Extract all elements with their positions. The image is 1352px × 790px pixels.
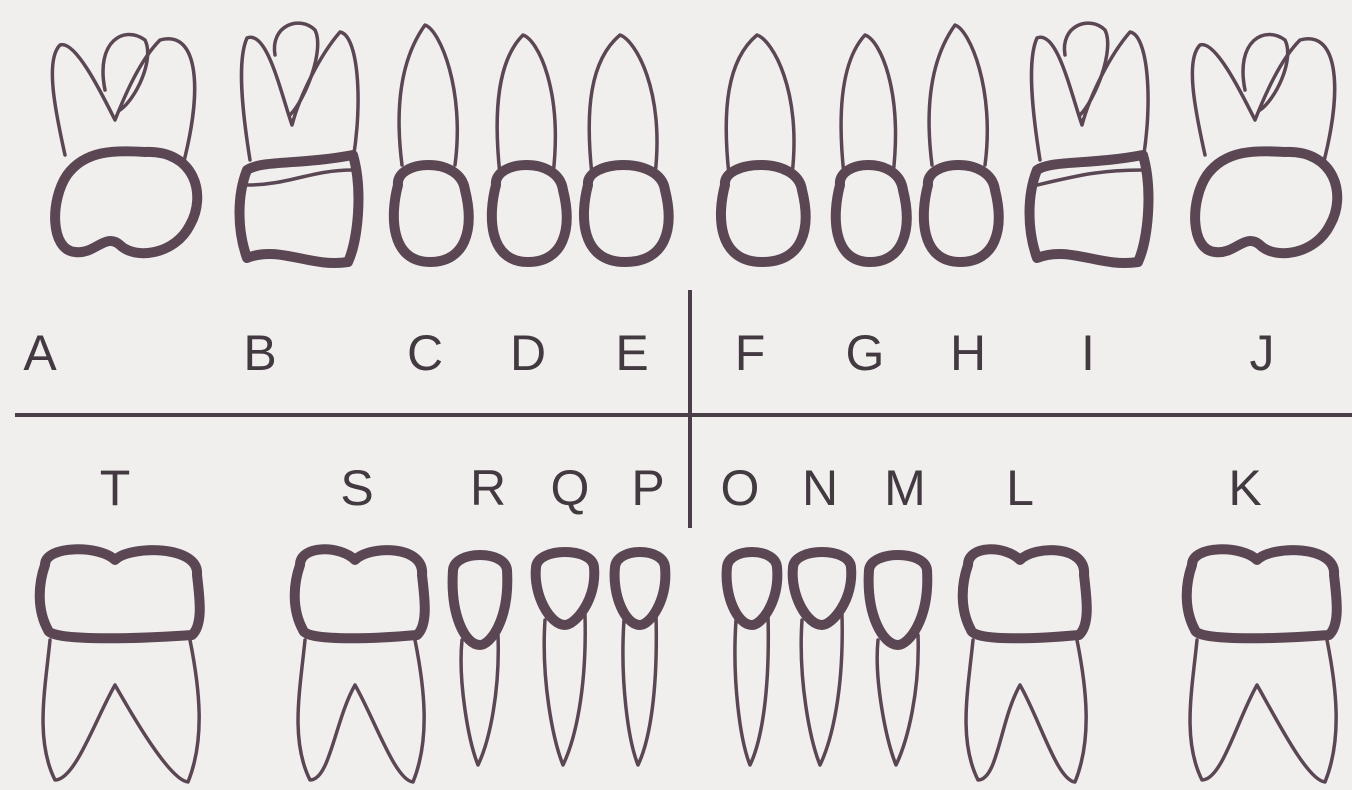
lower-tooth-o bbox=[727, 552, 778, 765]
upper-tooth-c bbox=[394, 25, 469, 262]
tooth-label-i: I bbox=[1081, 328, 1095, 378]
lower-tooth-n bbox=[793, 552, 852, 765]
lower-tooth-s bbox=[295, 549, 425, 782]
upper-tooth-h bbox=[924, 25, 999, 262]
tooth-label-b: B bbox=[243, 328, 276, 378]
lower-tooth-k bbox=[1187, 549, 1337, 782]
tooth-label-c: C bbox=[407, 328, 443, 378]
tooth-label-g: G bbox=[846, 328, 885, 378]
tooth-label-d: D bbox=[510, 328, 546, 378]
tooth-label-p: P bbox=[631, 463, 664, 513]
lower-tooth-m bbox=[869, 555, 928, 765]
upper-tooth-d bbox=[492, 35, 567, 262]
upper-tooth-g bbox=[836, 35, 907, 262]
lower-tooth-r bbox=[453, 555, 508, 765]
tooth-label-e: E bbox=[615, 328, 648, 378]
tooth-label-j: J bbox=[1250, 328, 1275, 378]
tooth-label-o: O bbox=[721, 463, 760, 513]
upper-tooth-b bbox=[240, 23, 359, 263]
lower-tooth-t bbox=[40, 549, 200, 782]
tooth-label-l: L bbox=[1006, 463, 1034, 513]
tooth-label-r: R bbox=[470, 463, 506, 513]
upper-tooth-i bbox=[1030, 23, 1149, 263]
tooth-label-f: F bbox=[735, 328, 766, 378]
tooth-label-q: Q bbox=[551, 463, 590, 513]
tooth-label-a: A bbox=[23, 328, 56, 378]
upper-tooth-a bbox=[52, 34, 197, 253]
tooth-label-h: H bbox=[950, 328, 986, 378]
tooth-label-k: K bbox=[1228, 463, 1261, 513]
tooth-label-m: M bbox=[884, 463, 926, 513]
upper-tooth-e bbox=[584, 35, 669, 262]
lower-tooth-p bbox=[615, 552, 666, 765]
tooth-label-t: T bbox=[100, 463, 131, 513]
lower-tooth-l bbox=[963, 549, 1087, 782]
lower-tooth-q bbox=[536, 552, 595, 765]
tooth-label-n: N bbox=[802, 463, 838, 513]
tooth-label-s: S bbox=[340, 463, 373, 513]
upper-tooth-j bbox=[1192, 34, 1337, 253]
upper-tooth-f bbox=[721, 35, 806, 262]
